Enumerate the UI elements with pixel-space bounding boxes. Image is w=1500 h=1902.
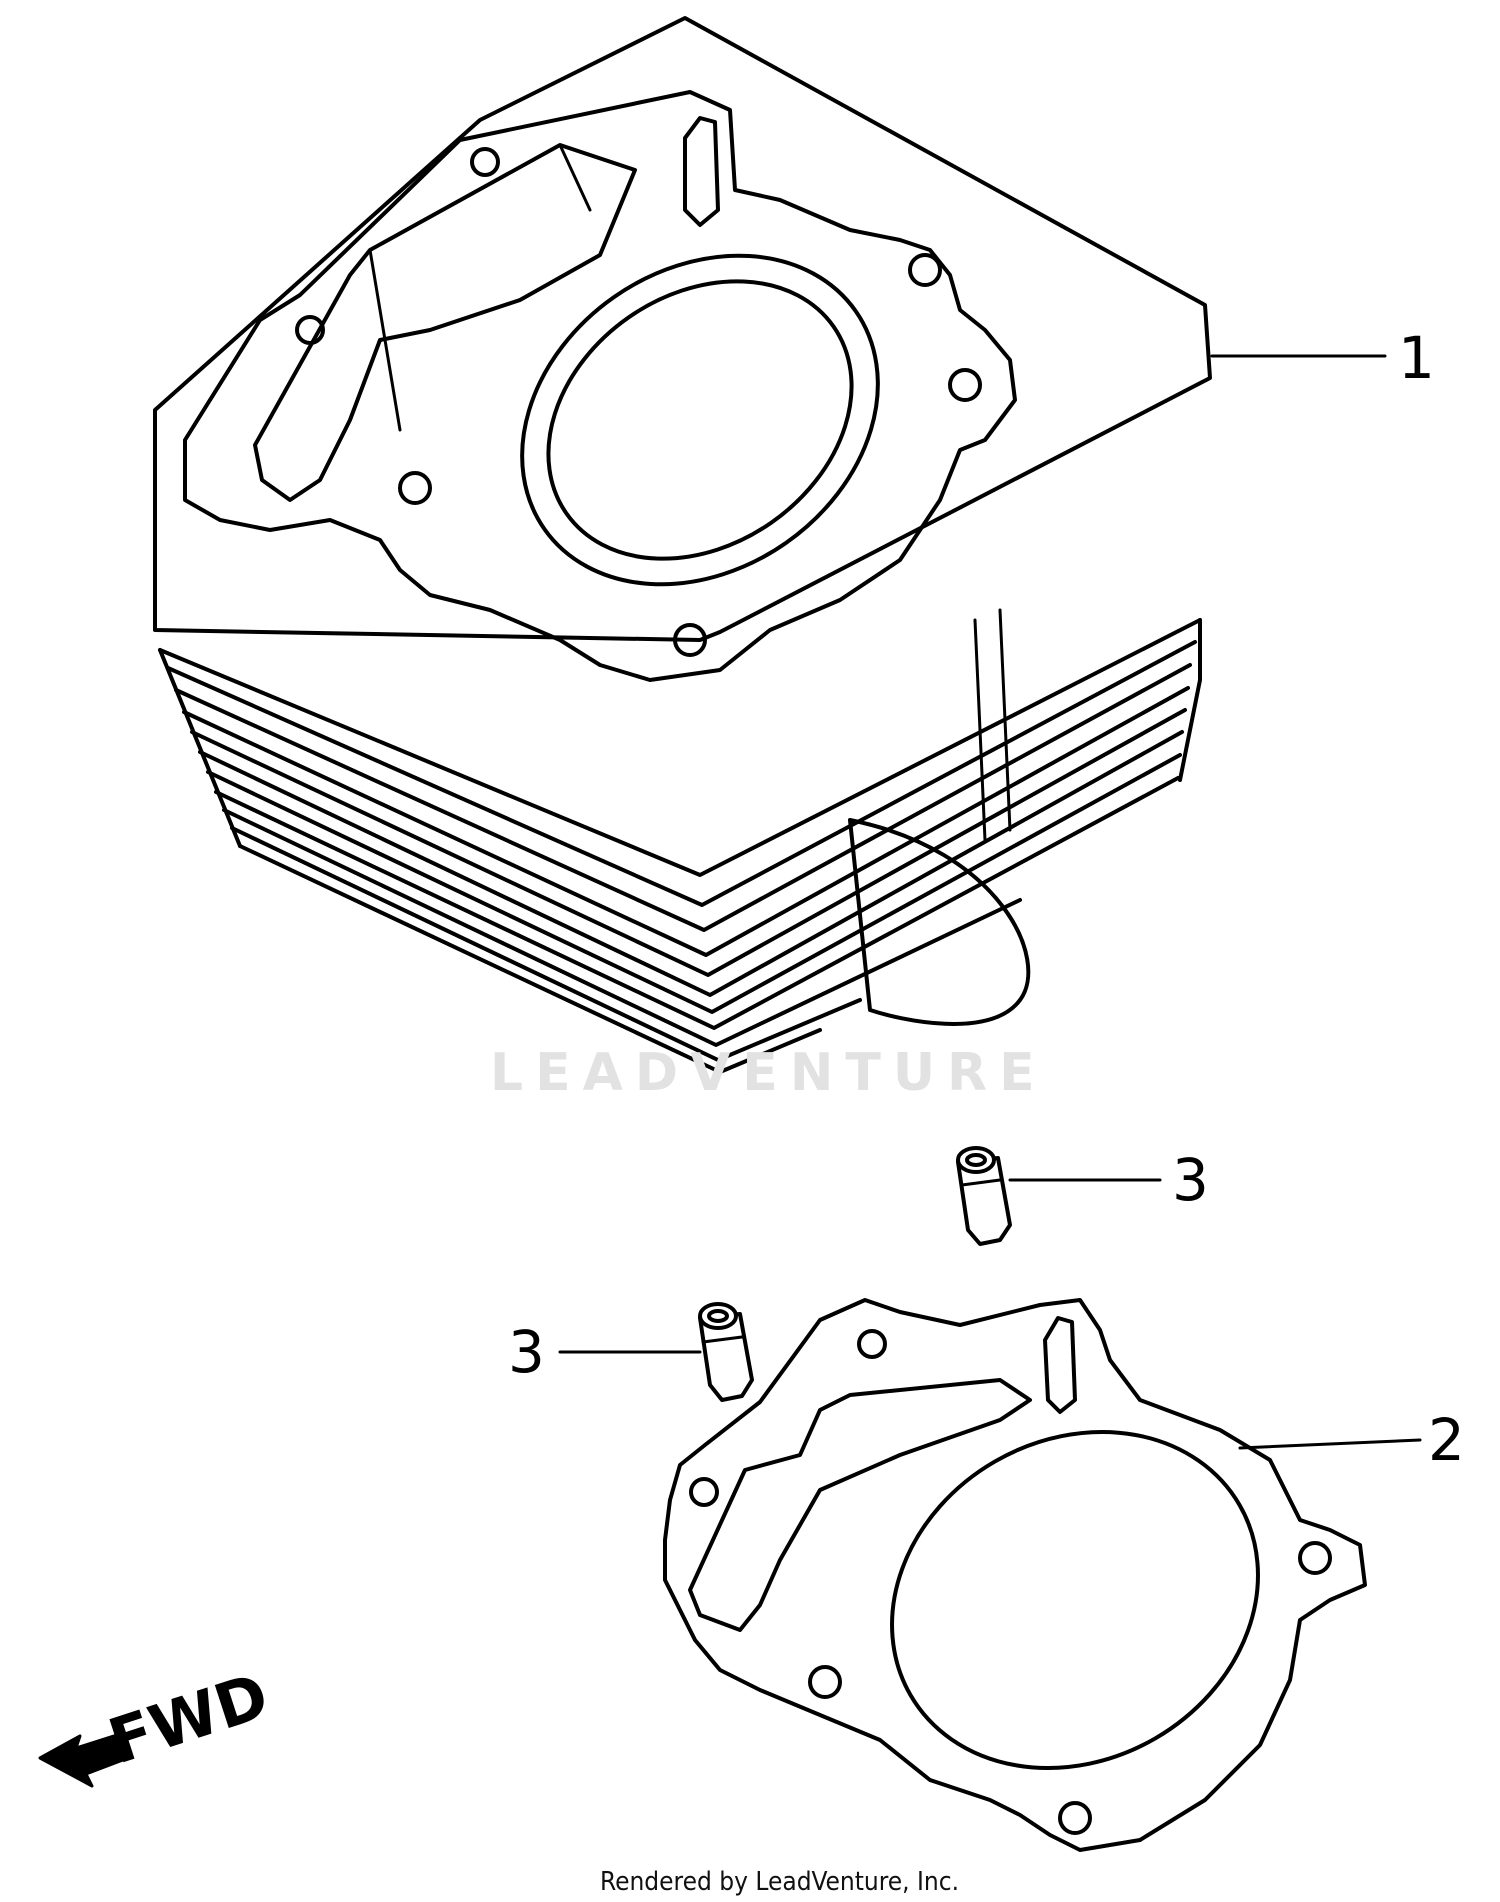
cooling-fins [158, 608, 1202, 1074]
cylinder-bore [520, 253, 880, 587]
cylinder-gasket-part[interactable] [663, 1298, 1367, 1852]
dowel-pin-upper[interactable] [956, 1146, 1012, 1246]
fwd-label: FWD [100, 1659, 277, 1779]
cylinder-top-deck [153, 16, 1212, 642]
gasket-outline [663, 1298, 1367, 1852]
callout-3-upper: 3 [1172, 1146, 1209, 1214]
cylinder-part[interactable] [153, 16, 1212, 1074]
callout-1: 1 [1398, 324, 1435, 392]
callout-2: 2 [1428, 1406, 1465, 1474]
leader-lines [558, 354, 1422, 1450]
forward-arrow-icon [38, 1732, 130, 1788]
render-credit: Rendered by LeadVenture, Inc. [600, 1867, 959, 1897]
watermark-text: LEADVENTURE [490, 1043, 1047, 1103]
callout-3-lower: 3 [508, 1318, 545, 1386]
forward-direction-indicator: FWD [38, 1659, 277, 1788]
dowel-pin-lower[interactable] [698, 1302, 754, 1402]
